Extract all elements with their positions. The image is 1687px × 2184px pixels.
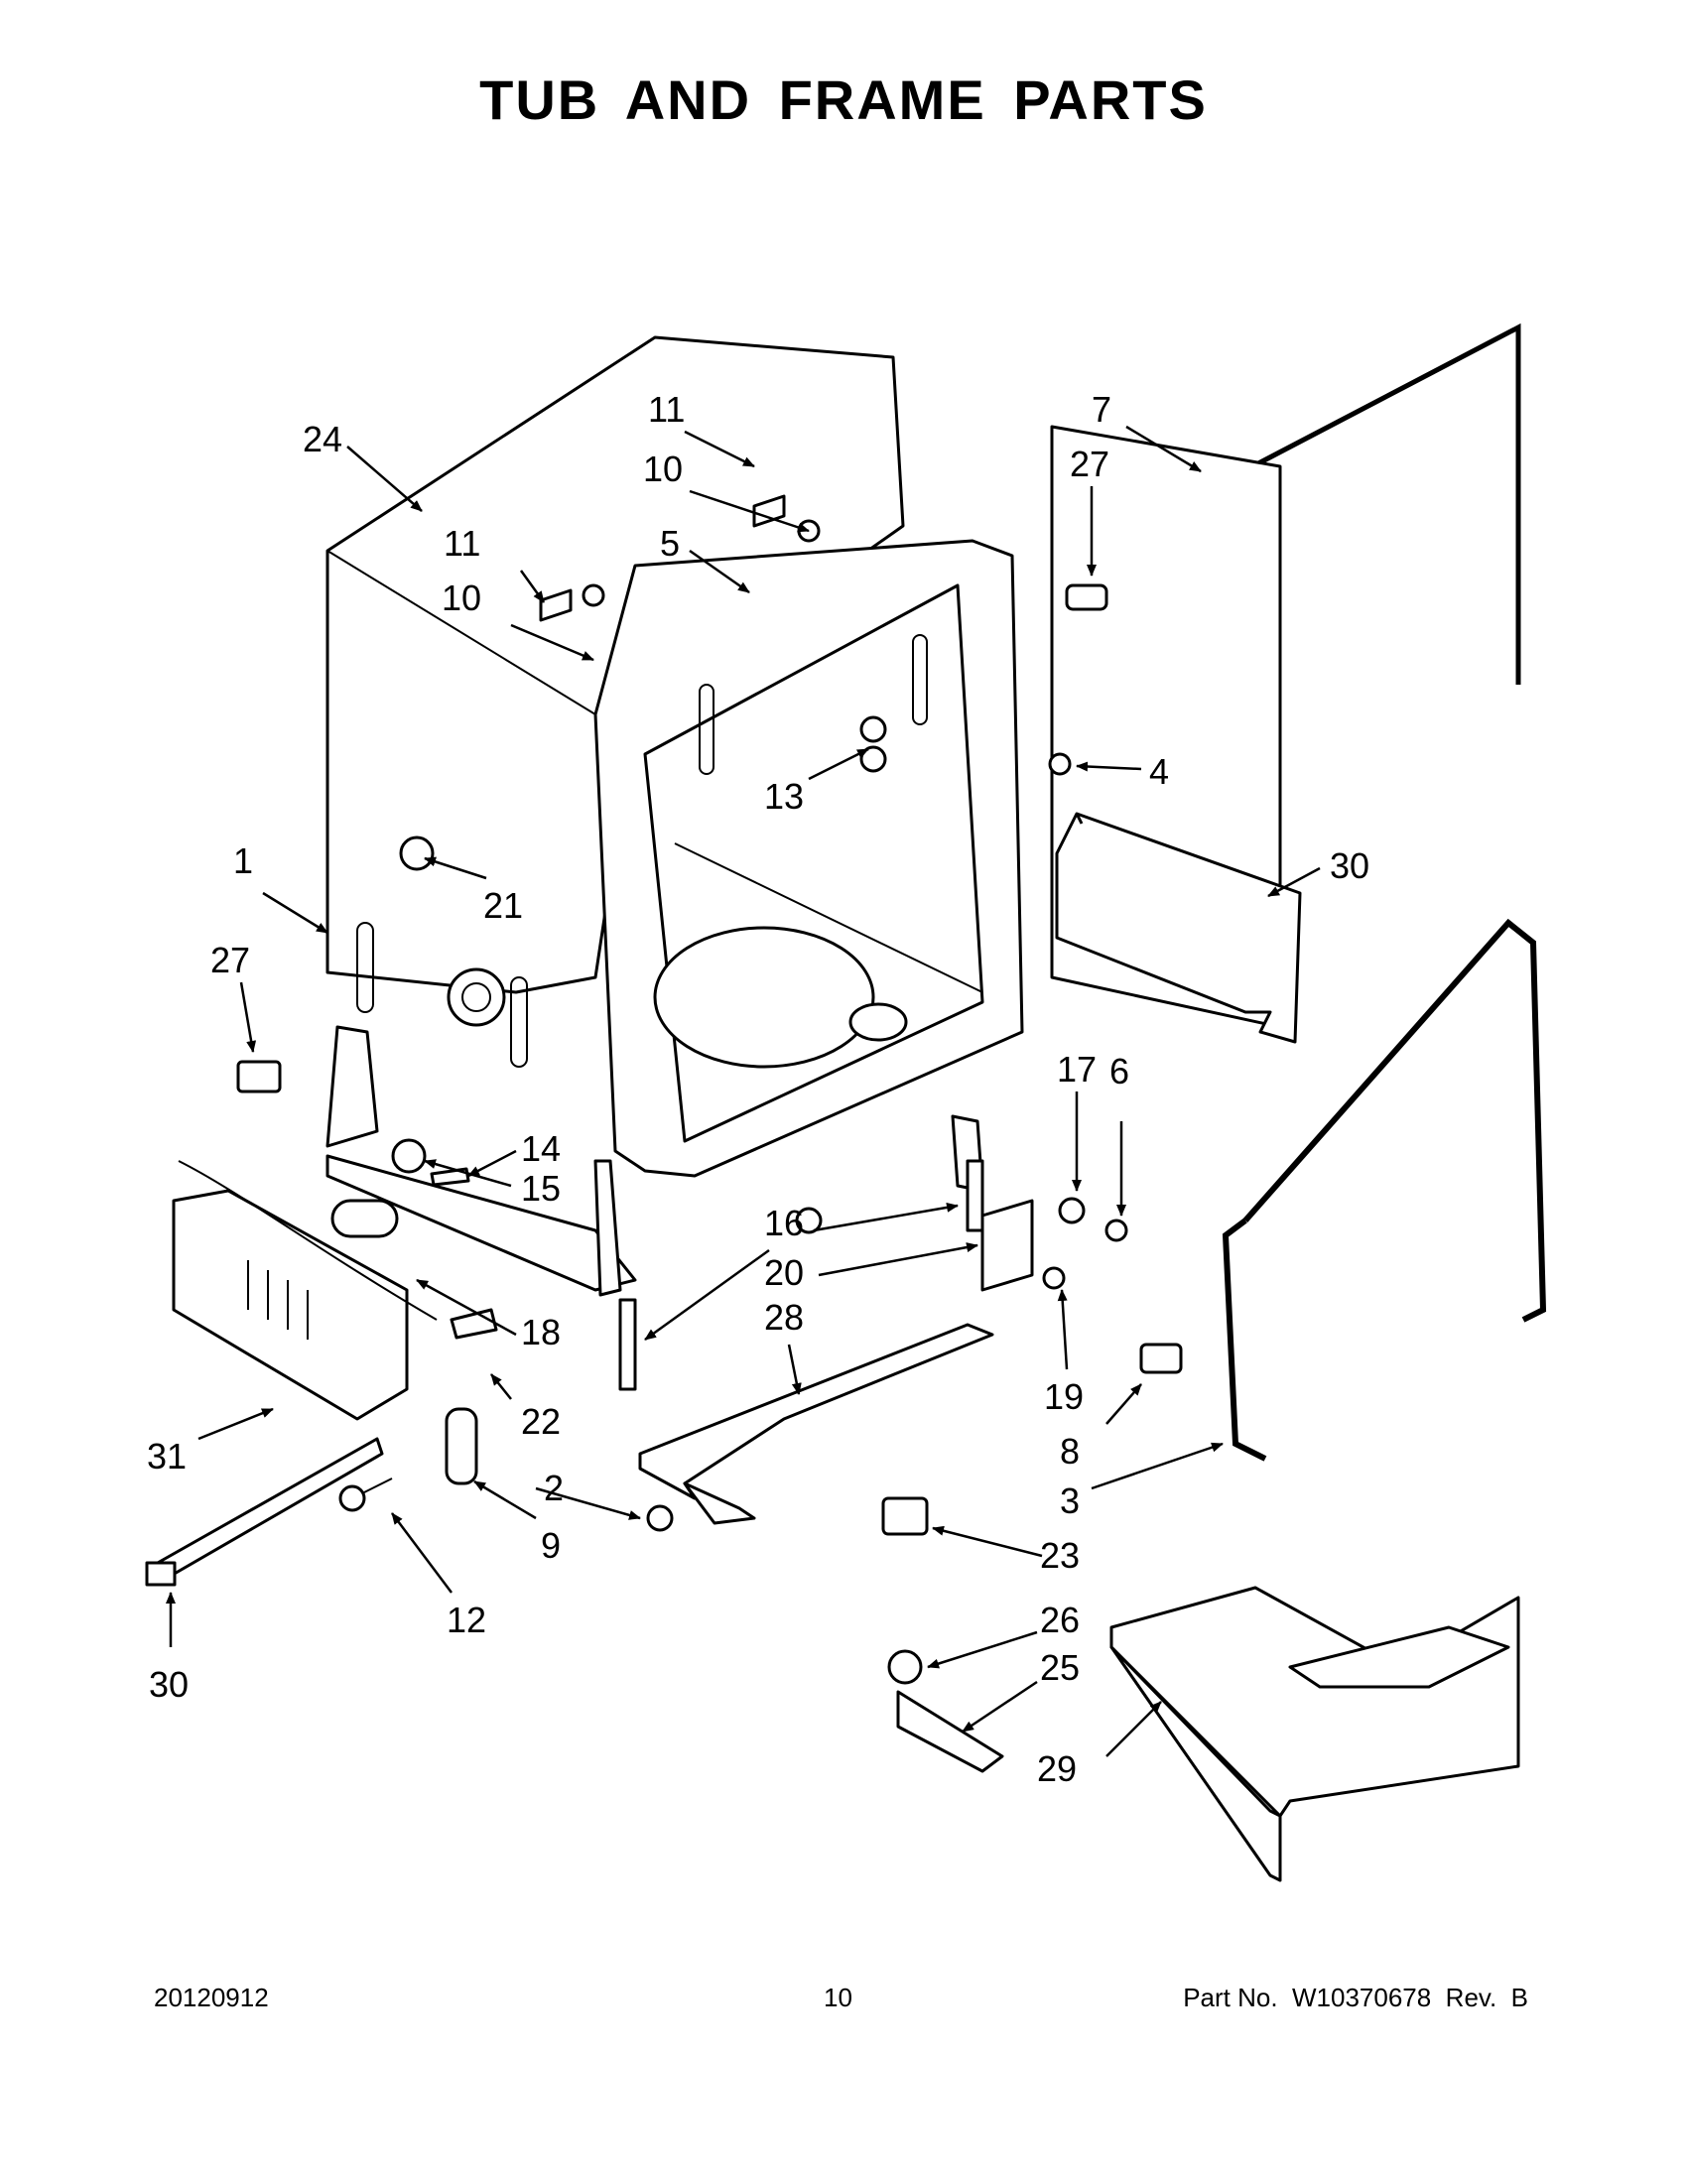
callout-10-lower: 10 bbox=[442, 578, 481, 618]
toe-panel-left bbox=[172, 1189, 409, 1421]
callout-2: 2 bbox=[544, 1468, 564, 1508]
base-insulation bbox=[1109, 1586, 1520, 1882]
toe-panel-right bbox=[1050, 425, 1302, 1044]
callout-23: 21 bbox=[483, 885, 523, 926]
door-gasket-lower bbox=[1222, 918, 1547, 1462]
callout-19: 19 bbox=[1044, 1376, 1084, 1417]
bottom-shield bbox=[638, 1323, 994, 1525]
callout-25: 25 bbox=[1040, 1647, 1080, 1688]
callout-9: 9 bbox=[541, 1525, 561, 1566]
callout-labels: 24 11 10 5 11 10 7 27 4 13 21 30 1 27 14… bbox=[147, 389, 1369, 1789]
leader-lines bbox=[166, 425, 1321, 1757]
callout-27-right: 27 bbox=[1070, 444, 1109, 484]
callout-1: 1 bbox=[233, 840, 253, 881]
callout-26: 26 bbox=[1040, 1600, 1080, 1640]
callout-30-left: 31 bbox=[147, 1436, 187, 1477]
footer-date: 20120912 bbox=[154, 1983, 269, 2012]
callout-22: 23 bbox=[1040, 1535, 1080, 1576]
callout-8: 8 bbox=[1060, 1431, 1080, 1472]
footer-part-number: Part No. W10370678 Rev. B bbox=[1183, 1983, 1528, 2012]
callout-27-left: 27 bbox=[210, 940, 250, 980]
callout-10-upper: 10 bbox=[643, 449, 683, 489]
callout-20: 20 bbox=[764, 1252, 804, 1293]
base-frame bbox=[325, 1025, 984, 1297]
footer-page-number: 10 bbox=[824, 1983, 852, 2012]
tub-assembly bbox=[325, 335, 1024, 1178]
callout-14: 14 bbox=[521, 1128, 561, 1169]
callout-17: 17 bbox=[1057, 1049, 1097, 1090]
callout-6: 6 bbox=[1109, 1051, 1129, 1092]
callout-28: 28 bbox=[764, 1297, 804, 1338]
callout-30-right: 30 bbox=[1330, 845, 1369, 886]
callout-18: 18 bbox=[521, 1312, 561, 1352]
callout-7: 7 bbox=[1092, 389, 1111, 430]
callout-11-lower: 11 bbox=[444, 523, 480, 564]
callout-16: 16 bbox=[764, 1203, 804, 1243]
callout-21: 22 bbox=[521, 1401, 561, 1442]
callout-11-upper: 11 bbox=[648, 389, 685, 430]
callout-13: 13 bbox=[764, 776, 804, 817]
callout-15: 15 bbox=[521, 1168, 561, 1209]
callout-29: 29 bbox=[1037, 1748, 1077, 1789]
callout-4: 4 bbox=[1149, 751, 1169, 792]
callout-3: 3 bbox=[1060, 1480, 1080, 1521]
callout-12: 12 bbox=[447, 1600, 486, 1640]
page-title: TUB AND FRAME PARTS bbox=[479, 68, 1208, 131]
small-hardware bbox=[145, 494, 1183, 1773]
callout-5: 5 bbox=[660, 523, 680, 564]
callout-24: 24 bbox=[303, 419, 342, 459]
callout-31: 30 bbox=[149, 1664, 189, 1705]
